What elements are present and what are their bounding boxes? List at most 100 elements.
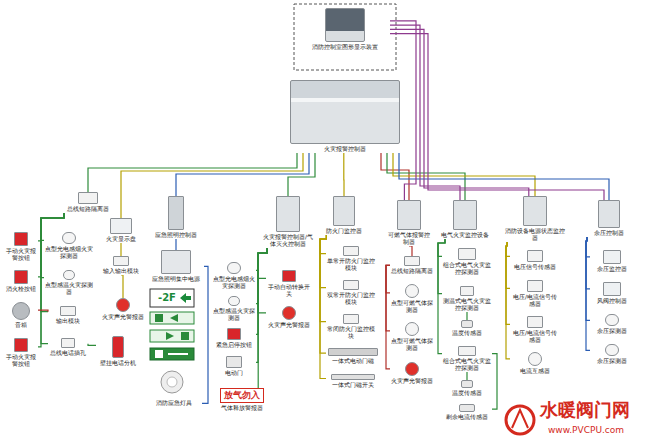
device-icon <box>343 246 359 256</box>
bus-line <box>320 235 326 254</box>
device-node: 壁挂电话分机 <box>96 336 140 367</box>
device-node: 输入输出模块 <box>100 256 142 275</box>
device-node: 电流互感器 <box>510 352 560 375</box>
device-node: 火灾声光警报器 <box>266 306 312 329</box>
bus-line <box>258 248 267 278</box>
bus-line <box>258 248 267 388</box>
device-icon <box>404 256 420 266</box>
device-label: 火灾显示盘 <box>100 236 142 243</box>
bus-line <box>121 275 123 298</box>
bus-line <box>38 213 64 277</box>
device-label: 双常开防火门监控模块 <box>326 292 376 306</box>
device-label: 气体释放警报器 <box>212 405 272 412</box>
device-label: 常闭防火门监控模块 <box>326 326 376 340</box>
device-label: 点型感温火灾探测器 <box>212 308 256 322</box>
device-icon <box>113 256 129 266</box>
device-node: 电压/电流信号传感器 <box>510 280 560 308</box>
device-label: 可燃气体报警控制器 <box>386 232 432 246</box>
device-label: 壁挂电话分机 <box>96 360 140 367</box>
device-icon <box>116 298 130 312</box>
device-node: 点型感温火灾探测器 <box>212 296 256 322</box>
device-node: 点型感温火灾探测器 <box>44 270 94 296</box>
device-label: 一体式电动门磁 <box>326 358 380 365</box>
device-node: 消防应急灯具 <box>146 400 202 407</box>
exit-figure <box>155 350 163 358</box>
bus-line <box>320 235 326 322</box>
bus-line <box>120 243 121 256</box>
device-node: 组合式电气火灾监控探测器 <box>442 346 492 372</box>
device-node: 手动火灾报警按钮 <box>4 338 38 368</box>
bus-line <box>38 213 64 347</box>
device-icon <box>325 8 365 42</box>
device-icon <box>328 348 378 356</box>
device-icon <box>527 316 543 328</box>
device-label: 单常开防火门监控模块 <box>326 258 376 272</box>
device-node: 单常开防火门监控模块 <box>326 246 376 272</box>
device-node: 火灾报警控制器 <box>285 80 405 153</box>
device-node: 应急照明控制器 <box>148 196 204 239</box>
device-label: 风阀控制器 <box>590 298 634 305</box>
device-icon <box>459 404 475 412</box>
bus-line <box>386 265 390 369</box>
exit-figure <box>181 332 189 340</box>
device-label: 手动火灾报警按钮 <box>4 248 38 262</box>
device-node: 音箱 <box>4 302 38 329</box>
device-icon <box>226 356 242 368</box>
device-label: 消防设备电源状态监控器 <box>504 228 566 242</box>
device-node: 温度传感器 <box>442 380 492 397</box>
device-node: 火灾报警控制器/气体灭火控制器 <box>262 196 314 248</box>
device-icon <box>168 196 184 230</box>
device-label: 点型光电感烟火灾探测器 <box>44 246 94 260</box>
device-node: 余压监控器 <box>590 250 634 273</box>
device-node: 紧急启停按钮 <box>212 328 256 349</box>
device-label: 组合式电气火灾监控探测器 <box>442 262 492 276</box>
device-icon <box>333 196 355 226</box>
device-icon <box>14 338 28 352</box>
device-node: 消防控制室图形显示装置 <box>300 8 390 51</box>
device-label: 手动火灾报警按钮 <box>4 354 38 368</box>
device-icon <box>343 280 359 290</box>
device-icon <box>343 314 359 324</box>
watermark: 水暖阀门网 <box>540 400 630 420</box>
device-node: 防火门监控器 <box>322 196 366 235</box>
floor-sign <box>150 289 194 307</box>
device-icon <box>282 270 296 282</box>
device-icon <box>290 80 400 144</box>
device-label: 电压/电流信号传感器 <box>510 330 560 344</box>
exit-figure <box>155 314 163 322</box>
device-icon <box>405 322 419 336</box>
device-label: 输入输出模块 <box>100 268 142 275</box>
device-label: 电压/电流信号传感器 <box>510 294 560 308</box>
bus-line <box>466 372 467 380</box>
floor-number: -2F <box>158 292 176 303</box>
device-label: 电流互感器 <box>510 368 560 375</box>
exit-arrow <box>166 332 174 340</box>
device-label: 消火栓按钮 <box>4 286 38 293</box>
device-icon <box>523 196 547 226</box>
device-icon <box>14 232 28 246</box>
device-icon <box>282 306 296 320</box>
device-node: 火灾显示盘 <box>100 218 142 243</box>
device-icon <box>458 346 476 356</box>
watermark-logo <box>506 406 534 434</box>
device-icon <box>63 270 75 280</box>
device-label: 总线电话插孔 <box>48 350 88 357</box>
device-icon <box>14 270 28 284</box>
device-icon <box>458 248 476 260</box>
device-node: 余压控制器 <box>584 200 634 237</box>
device-icon <box>605 344 619 356</box>
device-node: 余压探测器 <box>590 314 634 335</box>
bus-line <box>399 153 609 200</box>
device-icon <box>228 296 240 306</box>
bus-line <box>492 354 497 409</box>
device-label: 火灾报警控制器 <box>285 146 405 153</box>
bus-line <box>88 344 96 346</box>
device-icon <box>453 200 477 230</box>
device-icon <box>331 374 375 380</box>
device-node: 总线电话插孔 <box>48 338 88 357</box>
device-node: 消防设备电源状态监控器 <box>504 196 566 242</box>
bus-line <box>41 213 64 312</box>
bus-line <box>176 153 309 196</box>
